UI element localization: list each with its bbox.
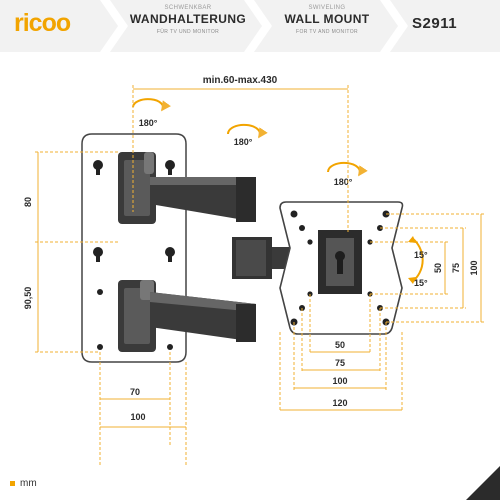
wall-vertical-dims <box>35 151 120 353</box>
vesa-horizontal-dims <box>279 294 403 412</box>
vesa-vertical-dims <box>370 213 484 323</box>
dim-120-label: 120 <box>332 398 347 408</box>
upper-arm <box>118 152 256 224</box>
ricoo-logo: ricoo <box>14 6 71 40</box>
english-title: WALL MOUNT <box>284 12 370 26</box>
middle-joint <box>232 237 292 279</box>
rotation-indicator-middle: 180° <box>226 123 268 147</box>
tilt-down-label: 15° <box>414 278 428 288</box>
chevron-divider-1 <box>100 0 128 52</box>
dim-75-h-label: 75 <box>335 358 345 368</box>
chevron-divider-2 <box>244 0 272 52</box>
unit-label: mm <box>20 478 37 489</box>
corner-decoration <box>466 466 500 500</box>
dim-75-v-label: 75 <box>451 263 461 273</box>
unit-legend: mm <box>10 478 37 489</box>
tilt-indicator <box>408 236 424 284</box>
span-label: min.60-max.430 <box>203 75 278 86</box>
rotation-label-right: 180° <box>334 177 353 187</box>
english-subtitle-small: SWIVELING <box>308 5 346 11</box>
dim-100-h-label: 100 <box>332 376 347 386</box>
wall-plate-holes <box>93 160 175 350</box>
dim-50-h-label: 50 <box>335 340 345 350</box>
dim-80-label: 80 <box>23 197 33 207</box>
brand-text: ricoo <box>14 8 71 37</box>
tilt-up-label: 15° <box>414 250 428 260</box>
rotation-indicator-right: 180° <box>326 161 368 187</box>
rotation-indicator-top: 180° <box>132 98 171 128</box>
rotation-label-top: 180° <box>139 118 158 128</box>
span-dimension <box>132 85 349 232</box>
vesa-plate <box>279 201 404 335</box>
model-number: S2911 <box>412 15 458 32</box>
english-title-block: SWIVELING WALL MOUNT FOR TV AND MONITOR <box>262 0 392 52</box>
lower-arm <box>118 280 256 352</box>
dim-50-v-label: 50 <box>433 263 443 273</box>
dim-100-wall-label: 100 <box>130 412 145 422</box>
german-subtitle-small: SCHWENKBAR <box>164 5 212 11</box>
dim-90-50-label: 90,50 <box>23 287 33 310</box>
mount-diagram: 180° 180° 180° min.60-max.430 80 90,50 7… <box>23 75 484 467</box>
unit-legend-marker <box>10 481 15 486</box>
german-title-block: SCHWENKBAR WANDHALTERUNG FÜR TV UND MONI… <box>118 0 258 52</box>
rotation-label-middle: 180° <box>234 137 253 147</box>
german-caption: FÜR TV UND MONITOR <box>156 29 220 35</box>
wall-horizontal-dims <box>99 352 187 467</box>
german-title: WANDHALTERUNG <box>129 12 247 26</box>
english-caption: FOR TV AND MONITOR <box>295 29 359 35</box>
dim-70-label: 70 <box>130 387 140 397</box>
header-bar: ricoo SCHWENKBAR WANDHALTERUNG FÜR TV UN… <box>0 0 500 52</box>
chevron-divider-3 <box>380 0 408 52</box>
dim-100-v-label: 100 <box>469 260 479 275</box>
